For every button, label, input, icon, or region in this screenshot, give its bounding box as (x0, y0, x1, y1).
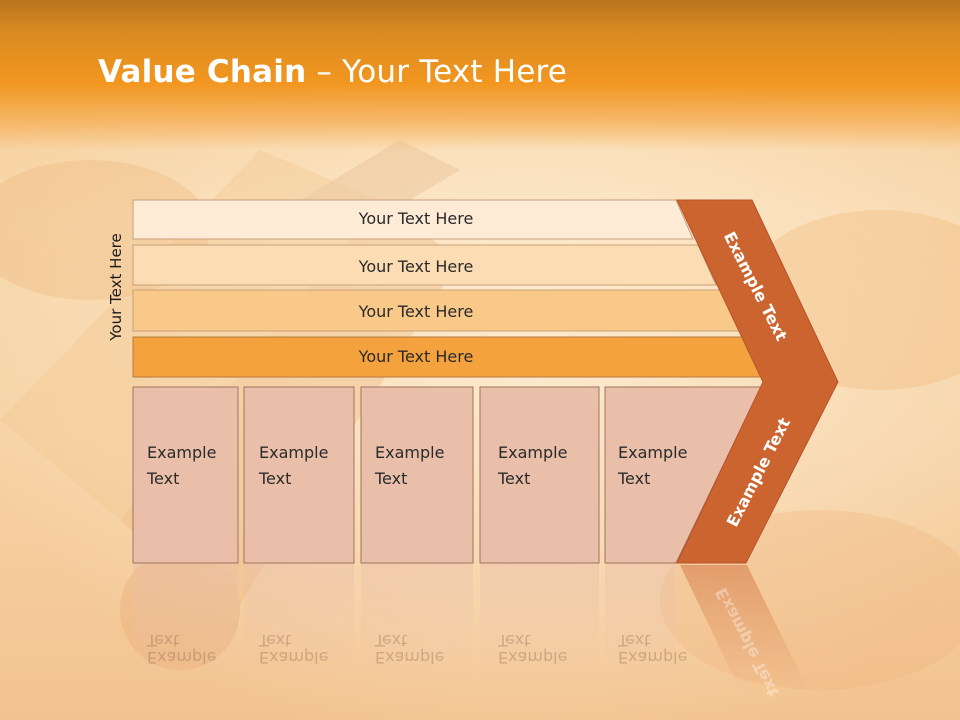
box-3-line1: Example (375, 443, 444, 462)
activity-box-5: Example Text (604, 386, 762, 564)
reflection-box-2-line2: Text (258, 631, 291, 650)
reflection-box-1-line1: Example (147, 648, 216, 667)
reflection: Example Text Example Text Example Text E… (133, 563, 808, 700)
slide-title: Value Chain – Your Text Here (98, 54, 567, 90)
bar-2-label: Your Text Here (358, 257, 474, 276)
reflection-box-5-line2: Text (617, 631, 650, 650)
box-4-line2: Text (497, 469, 530, 488)
bar-row-3: Your Text Here (132, 289, 740, 332)
reflection-box-3-line1: Example (375, 648, 444, 667)
box-5-line1: Example (618, 443, 687, 462)
chevron-shape (676, 199, 839, 564)
reflection-box-4-line2: Text (497, 631, 530, 650)
bar-3-label: Your Text Here (358, 302, 474, 321)
box-3-line2: Text (374, 469, 407, 488)
box-1-line1: Example (147, 443, 216, 462)
bar-1-shape (132, 199, 694, 240)
slide-title-bold: Value Chain (98, 54, 307, 90)
activity-box-1: Example Text (132, 386, 239, 564)
bar-2-shape (132, 244, 717, 286)
reflection-box-2-line1: Example (259, 648, 328, 667)
reflection-box-1-line2: Text (146, 631, 179, 650)
activity-box-4: Example Text (479, 386, 600, 564)
box-2-line2: Text (258, 469, 291, 488)
activity-box-3: Example Text (360, 386, 474, 564)
slide-title-rest: – Your Text Here (306, 54, 568, 90)
activity-box-2: Example Text (243, 386, 355, 564)
bar-1-label: Your Text Here (358, 209, 474, 228)
title-band (0, 0, 960, 150)
reflection-box-3-line2: Text (374, 631, 407, 650)
bar-4-label: Your Text Here (358, 347, 474, 366)
box-5-line2: Text (617, 469, 650, 488)
box-2-line1: Example (259, 443, 328, 462)
bar-row-4: Your Text Here (132, 336, 764, 378)
bar-row-2: Your Text Here (132, 244, 717, 286)
bar-row-1: Your Text Here (132, 199, 694, 240)
reflection-box-4-line1: Example (498, 648, 567, 667)
box-4-line1: Example (498, 443, 567, 462)
box-1-line2: Text (146, 469, 179, 488)
reflection-box-5-line1: Example (618, 648, 687, 667)
